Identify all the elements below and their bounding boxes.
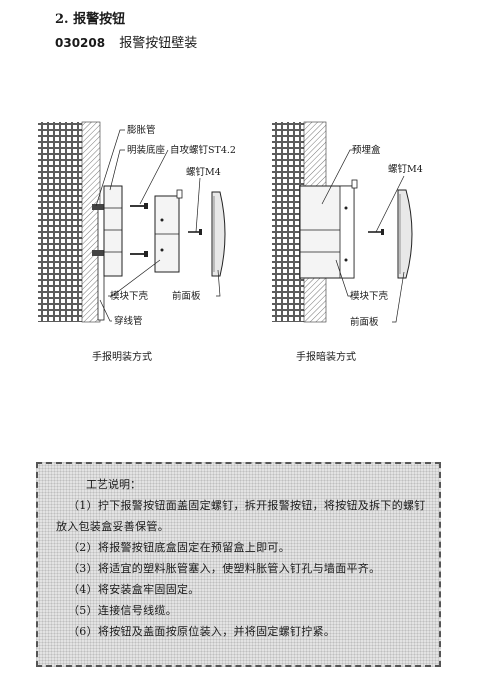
note-item-4: （4）将安装盒牢固固定。 — [68, 583, 200, 596]
item-code: 030208 — [55, 36, 106, 50]
label-module-lower-shell-left: 模块下壳 — [110, 290, 149, 302]
label-recessed-box: 预埋盒 — [352, 144, 381, 156]
recessed-mount-drawing — [272, 121, 413, 323]
label-conduit: 穿线管 — [114, 315, 143, 327]
notes-title: 工艺说明： — [86, 478, 141, 491]
front-panel-left — [211, 191, 226, 277]
screw-st42-bottom — [130, 251, 148, 257]
front-panel-right — [397, 189, 413, 279]
note-item-3: （3）将适宜的塑料胀管塞入，使塑料胀管入钉孔与墙面平齐。 — [68, 562, 381, 575]
screw-m4-left — [188, 229, 202, 235]
note-item-5: （5）连接信号线缆。 — [68, 604, 177, 617]
process-notes-box: 工艺说明： （1）拧下报警按钮面盖固定螺钉，拆开报警按钮，将按钮及拆下的螺钉放入… — [36, 462, 441, 667]
label-surface-base: 明装底座 — [127, 144, 166, 156]
installation-diagram: 膨胀管 明装底座 自攻螺钉ST4.2 螺钉M4 模块下壳 穿线管 前面板 预埋 — [38, 121, 423, 328]
section-heading: 2. 报警按钮 — [55, 12, 126, 27]
note-item-6: （6）将按钮及盖面按原位装入，并将固定螺钉拧紧。 — [68, 625, 336, 638]
surface-base — [103, 185, 123, 277]
caption-recessed-mount: 手报暗装方式 — [296, 352, 356, 363]
screw-m4-right — [368, 229, 384, 235]
wall-surface-left — [81, 121, 101, 323]
label-screw-m4-left: 螺钉M4 — [186, 167, 221, 178]
screw-st42-top — [130, 203, 148, 209]
label-screw-m4-right: 螺钉M4 — [388, 164, 423, 175]
label-front-panel-left: 前面板 — [172, 290, 201, 302]
wall-left — [38, 122, 82, 322]
label-expansion-tube: 膨胀管 — [127, 124, 156, 136]
section-subheading: 030208 报警按钮壁装 — [55, 32, 197, 51]
note-item-2: （2）将报警按钮底盒固定在预留盒上即可。 — [68, 541, 290, 554]
expansion-anchor-bottom — [92, 250, 104, 256]
label-front-panel-right: 前面板 — [350, 316, 379, 328]
wall-right — [272, 122, 304, 322]
surface-mount-drawing — [38, 121, 226, 323]
label-module-lower-shell-right: 模块下壳 — [350, 290, 389, 302]
expansion-anchor-top — [92, 204, 104, 210]
caption-surface-mount: 手报明装方式 — [92, 352, 152, 363]
item-title: 报警按钮壁装 — [119, 36, 198, 51]
label-screw-st42: 自攻螺钉ST4.2 — [170, 144, 236, 156]
note-item-1: （1）拧下报警按钮面盖固定螺钉，拆开报警按钮，将按钮及拆下的螺钉放入包装盒妥善保… — [56, 499, 426, 533]
